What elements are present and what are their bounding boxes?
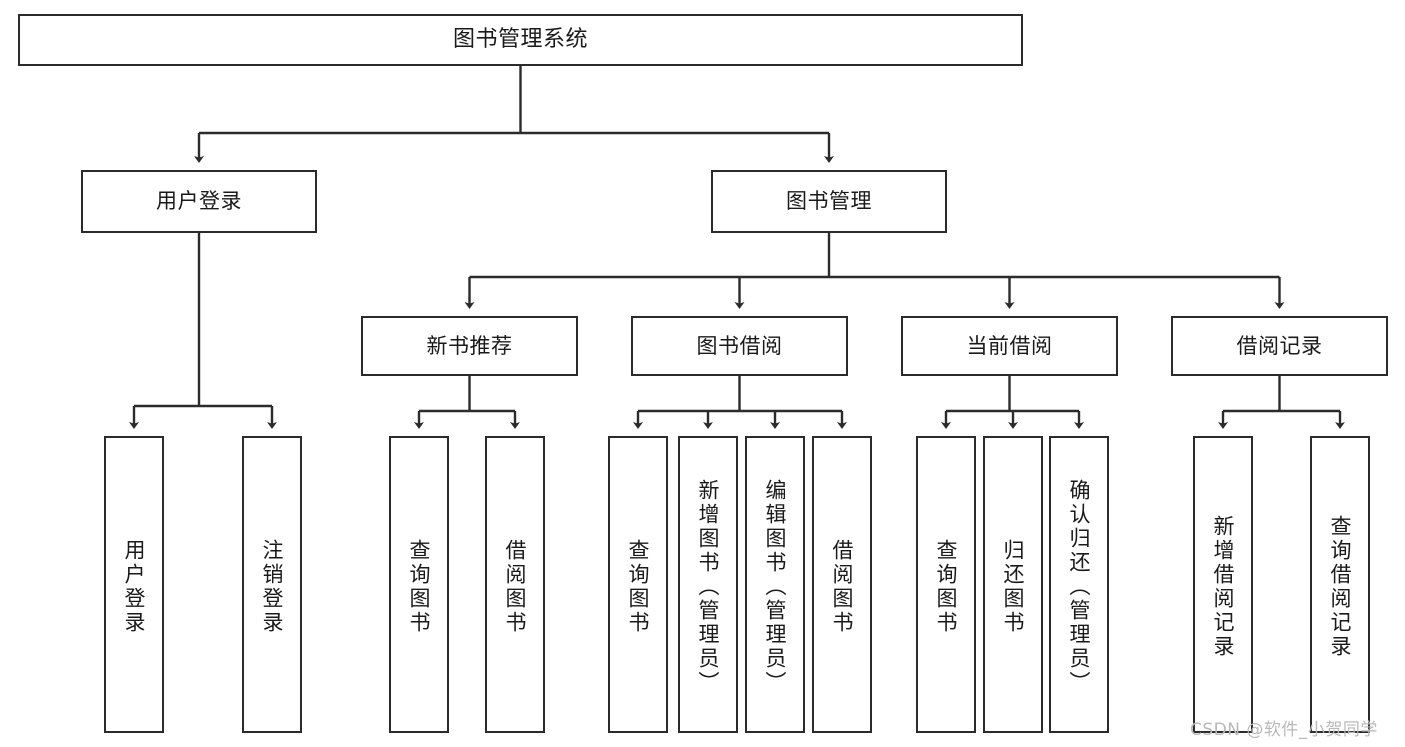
node-label: 查询图书: [626, 538, 651, 635]
node-label: 确认归还（管理员）: [1067, 478, 1092, 695]
node-root-system[interactable]: 图书管理系统: [18, 14, 1023, 66]
node-user-login[interactable]: 用户登录: [81, 170, 317, 233]
node-label: 新增图书（管理员）: [696, 478, 721, 695]
node-leaf-query-record[interactable]: 查询借阅记录: [1310, 436, 1370, 733]
node-label: 借阅图书: [830, 538, 855, 635]
node-leaf-query-book-2[interactable]: 查询图书: [608, 436, 668, 733]
node-leaf-borrow-book-2[interactable]: 借阅图书: [812, 436, 872, 733]
node-label: 新增借阅记录: [1211, 514, 1236, 659]
node-label: 归还图书: [1001, 538, 1026, 635]
node-label: 图书管理: [786, 189, 872, 214]
node-leaf-confirm-return[interactable]: 确认归还（管理员）: [1049, 436, 1109, 733]
node-label: 注销登录: [260, 538, 285, 635]
node-leaf-user-login[interactable]: 用户登录: [104, 436, 164, 733]
node-leaf-add-book[interactable]: 新增图书（管理员）: [678, 436, 738, 733]
node-leaf-query-book-3[interactable]: 查询图书: [916, 436, 976, 733]
node-label: 查询图书: [934, 538, 959, 635]
node-label: 用户登录: [156, 189, 242, 214]
node-label: 查询图书: [407, 538, 432, 635]
node-label: 用户登录: [122, 538, 147, 635]
node-leaf-logout[interactable]: 注销登录: [242, 436, 302, 733]
node-current-borrow[interactable]: 当前借阅: [901, 316, 1118, 376]
node-book-borrow[interactable]: 图书借阅: [631, 316, 848, 376]
node-leaf-edit-book[interactable]: 编辑图书（管理员）: [745, 436, 805, 733]
node-label: 借阅图书: [503, 538, 528, 635]
node-label: 编辑图书（管理员）: [763, 478, 788, 695]
node-borrow-record[interactable]: 借阅记录: [1171, 316, 1388, 376]
node-label: 图书借阅: [696, 333, 783, 358]
node-leaf-borrow-book-1[interactable]: 借阅图书: [485, 436, 545, 733]
node-label: 当前借阅: [966, 333, 1053, 358]
node-label: 新书推荐: [426, 333, 513, 358]
node-leaf-add-record[interactable]: 新增借阅记录: [1193, 436, 1253, 733]
node-new-book-recommend[interactable]: 新书推荐: [361, 316, 578, 376]
node-book-manage[interactable]: 图书管理: [711, 170, 947, 233]
node-leaf-query-book-1[interactable]: 查询图书: [389, 436, 449, 733]
node-label: 图书管理系统: [452, 27, 588, 53]
node-label: 借阅记录: [1236, 333, 1323, 358]
node-leaf-return-book[interactable]: 归还图书: [983, 436, 1043, 733]
node-label: 查询借阅记录: [1328, 514, 1353, 659]
csdn-watermark: CSDN @软件_小贺同学: [1190, 720, 1378, 740]
